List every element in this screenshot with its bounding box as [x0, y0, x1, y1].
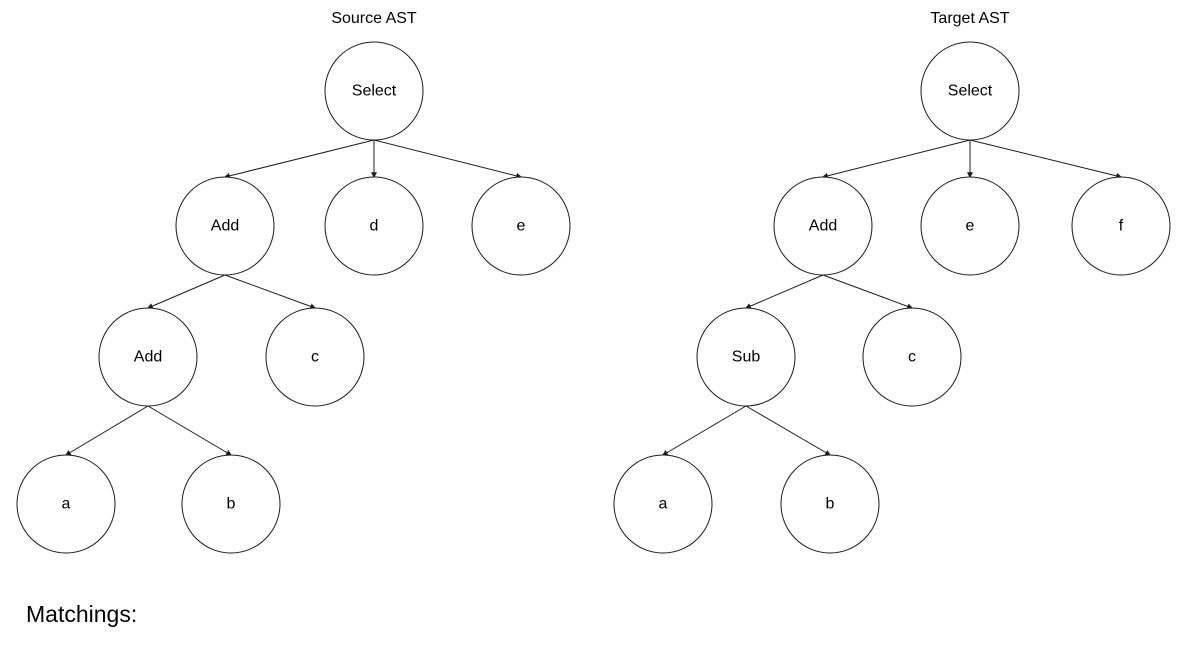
node-circle-source-ast-add-inner	[98, 307, 198, 407]
node-label-target-ast-a: a	[659, 496, 668, 513]
node-label-source-ast-b: b	[227, 496, 236, 513]
node-circle-target-ast-a	[613, 454, 713, 554]
node-circle-source-ast-c	[265, 307, 365, 407]
node-circle-source-ast-b	[181, 454, 281, 554]
edge-target-ast-select-add	[821, 139, 971, 179]
node-circle-source-ast-d	[324, 176, 424, 276]
edge-target-ast-sub-a	[661, 405, 747, 456]
node-circle-target-ast-f	[1071, 176, 1171, 276]
edge-target-ast-add-c	[822, 274, 914, 310]
edge-source-ast-select-add-outer	[223, 139, 375, 179]
node-circle-source-ast-e	[471, 176, 571, 276]
node-label-source-ast-c: c	[311, 349, 319, 366]
edge-target-ast-select-f	[969, 139, 1123, 179]
edge-source-ast-add-inner-b	[147, 405, 233, 456]
node-circle-source-ast-select	[324, 41, 424, 141]
node-label-source-ast-a: a	[62, 496, 71, 513]
node-circle-target-ast-c	[862, 307, 962, 407]
edge-target-ast-sub-b	[745, 405, 832, 456]
edge-source-ast-add-inner-a	[64, 405, 149, 456]
node-label-target-ast-e: e	[966, 218, 975, 235]
node-label-target-ast-add: Add	[809, 218, 837, 235]
edge-source-ast-add-outer-add-inner	[146, 274, 226, 309]
edge-source-ast-select-e	[373, 139, 523, 179]
node-label-source-ast-e: e	[517, 218, 526, 235]
node-circle-source-ast-add-outer	[175, 176, 275, 276]
node-circle-target-ast-sub	[696, 307, 796, 407]
node-label-source-ast-add-inner: Add	[134, 349, 162, 366]
edge-source-ast-add-outer-c	[224, 274, 317, 310]
node-label-target-ast-f: f	[1119, 218, 1124, 235]
matchings-label: Matchings:	[26, 601, 138, 627]
node-label-source-ast-select: Select	[352, 83, 397, 100]
node-label-source-ast-add-outer: Add	[211, 218, 239, 235]
source-ast-title: Source AST	[331, 10, 417, 27]
node-label-target-ast-c: c	[908, 349, 916, 366]
node-circle-target-ast-b	[780, 454, 880, 554]
node-circle-target-ast-add	[773, 176, 873, 276]
node-label-target-ast-b: b	[826, 496, 835, 513]
node-label-target-ast-sub: Sub	[732, 349, 761, 366]
edge-target-ast-add-sub	[744, 274, 824, 309]
node-circle-target-ast-select	[920, 41, 1020, 141]
node-label-source-ast-d: d	[370, 218, 379, 235]
node-label-target-ast-select: Select	[948, 83, 993, 100]
target-ast-title: Target AST	[930, 10, 1009, 27]
node-circle-source-ast-a	[16, 454, 116, 554]
node-circle-target-ast-e	[920, 176, 1020, 276]
